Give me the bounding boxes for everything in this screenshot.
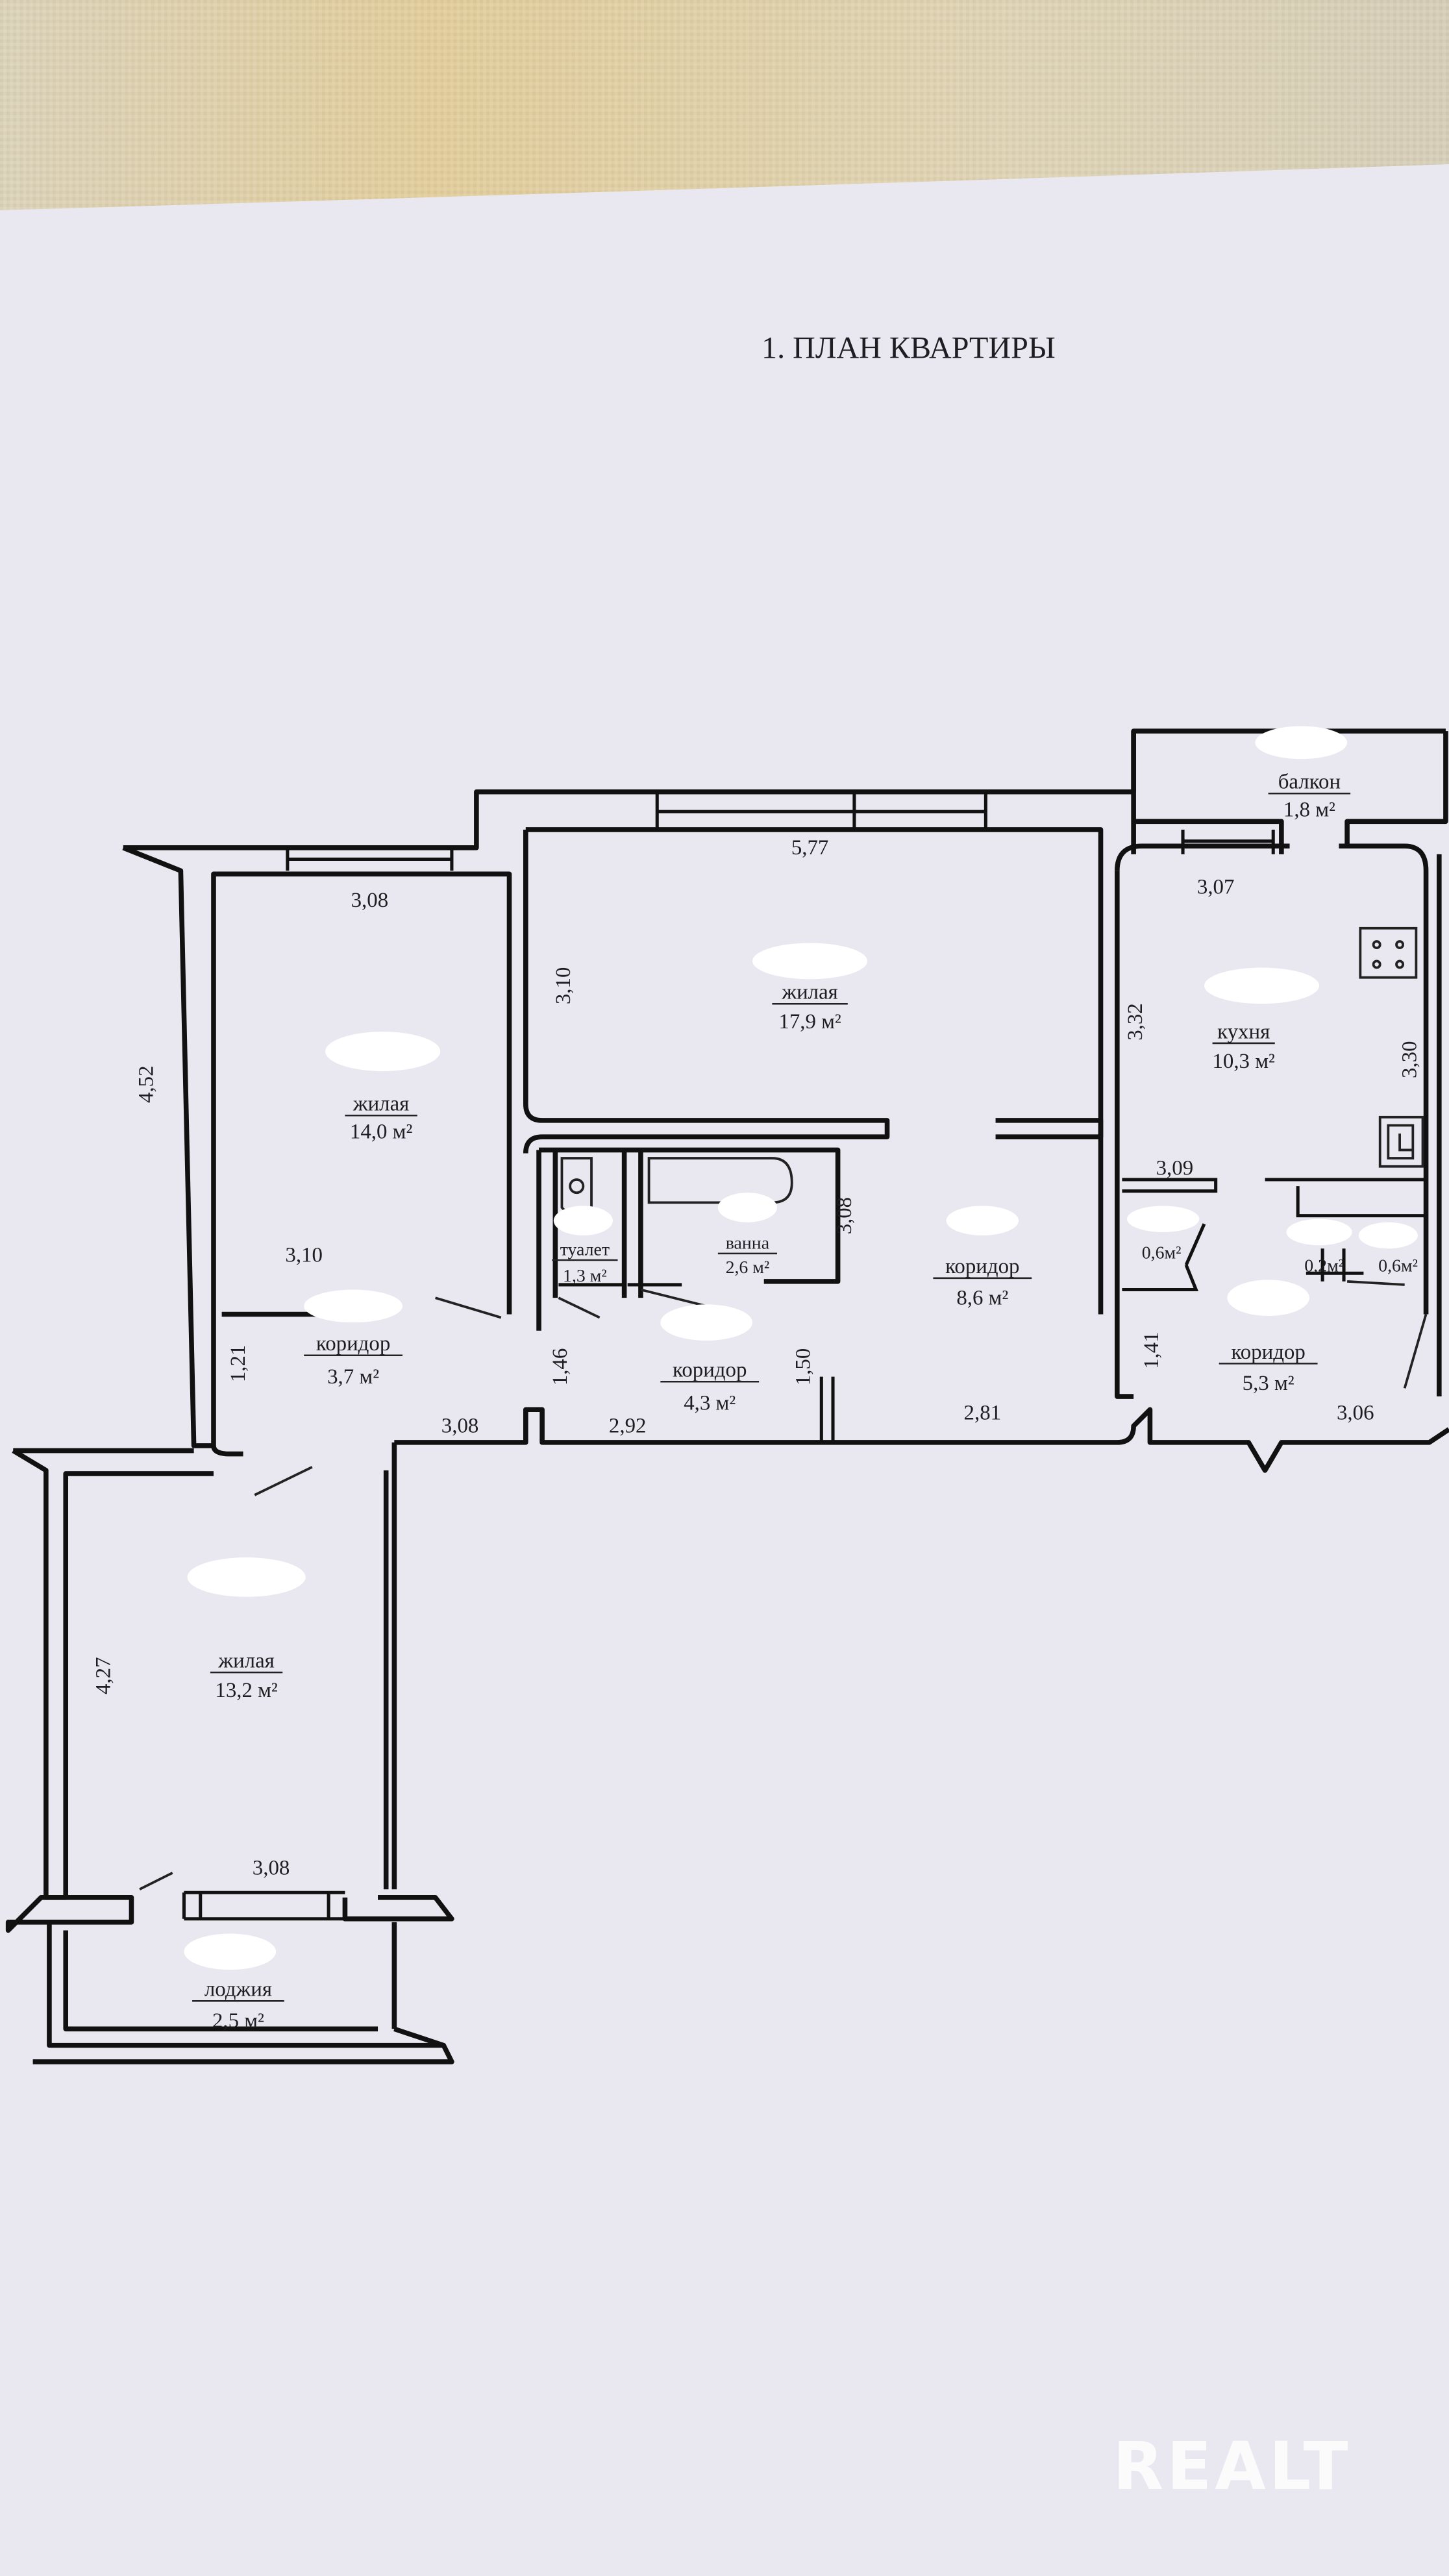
room-name: жилая [217,1650,274,1673]
room-area: 10,3 м² [1212,1050,1275,1073]
plan-title: 1. ПЛАН КВАРТИРЫ [762,331,1056,365]
room-corridor-3-7: коридор 3,7 м² [316,1332,390,1389]
room-name: коридор [1231,1341,1305,1364]
room-name: кухня [1217,1020,1270,1043]
room-area: 8,6 м² [956,1286,1008,1309]
closet-area-1: 0,6м² [1142,1243,1182,1263]
room-living-14: жилая 14,0 м² [350,1093,413,1144]
dimension-label: 3,30 [1398,1041,1421,1078]
room-area: 2,6 м² [726,1257,770,1278]
room-name: балкон [1278,771,1341,794]
dimension-label: 3,08 [351,889,389,912]
room-area: 3,7 м² [327,1365,379,1389]
dimension-label: 3,07 [1197,876,1235,899]
room-living-13-2: жилая 13,2 м² [215,1650,278,1703]
dimensions: 3,08 4,52 5,77 3,10 3,07 3,32 3,30 3,09 … [92,836,1422,1880]
room-name: жилая [781,981,837,1004]
room-area: 13,2 м² [215,1679,278,1702]
room-area: 14,0 м² [350,1121,413,1144]
closet-area-2: 0,2м² [1304,1256,1344,1276]
fabric-background [0,0,1449,230]
dimension-label: 2,81 [964,1401,1002,1424]
room-corridor-8-6: коридор 8,6 м² [945,1255,1019,1309]
dimension-label: 4,27 [92,1657,116,1694]
dimension-label: 3,06 [1337,1401,1374,1424]
dimension-label: 4,52 [134,1065,158,1103]
room-name: лоджия [204,1978,272,2001]
room-name: коридор [673,1359,747,1382]
realt-watermark: REALT [1113,2428,1352,2505]
dimension-label: 3,08 [253,1856,290,1879]
dimension-label: 1,41 [1140,1331,1163,1369]
closet-area-3: 0,6м² [1378,1256,1418,1276]
dimension-label: 3,32 [1124,1003,1147,1041]
room-corridor-5-3: коридор 5,3 м² [1231,1341,1305,1395]
dimension-label: 3,10 [285,1244,323,1267]
dimension-label: 3,09 [1156,1156,1194,1180]
room-area: 1,8 м² [1283,799,1335,822]
redactions [184,726,1418,1970]
room-kitchen: кухня 10,3 м² [1212,1020,1275,1073]
room-bath: ванна 2,6 м² [726,1233,770,1278]
room-name: ванна [726,1233,769,1253]
paper-sheet [0,164,1449,2576]
dimension-label: 3,10 [552,967,575,1005]
dimension-label: 3,08 [833,1197,856,1235]
room-toilet: туалет 1,3 м² [560,1239,610,1285]
dimension-label: 5,77 [791,836,829,860]
room-area: 4,3 м² [684,1391,736,1415]
room-name: коридор [945,1255,1019,1278]
room-loggia: лоджия 2,5 м² [204,1978,272,2033]
room-name: жилая [353,1093,409,1116]
dimension-label: 1,21 [227,1345,250,1383]
dimension-label: 1,50 [792,1348,815,1386]
name-underlines [192,793,1351,2002]
room-area: 2,5 м² [212,2009,264,2033]
room-name: туалет [560,1239,610,1259]
room-name: коридор [316,1332,390,1356]
room-area: 5,3 м² [1243,1372,1294,1395]
room-living-17-9: жилая 17,9 м² [778,981,841,1034]
dimension-label: 2,92 [609,1415,647,1438]
room-area: 17,9 м² [778,1010,841,1034]
room-corridor-4-3: коридор 4,3 м² [673,1359,747,1415]
room-balcony: балкон 1,8 м² [1278,771,1341,822]
dimension-label: 3,08 [441,1415,479,1438]
dimension-label: 1,46 [549,1348,572,1386]
room-area: 1,3 м² [563,1266,607,1286]
